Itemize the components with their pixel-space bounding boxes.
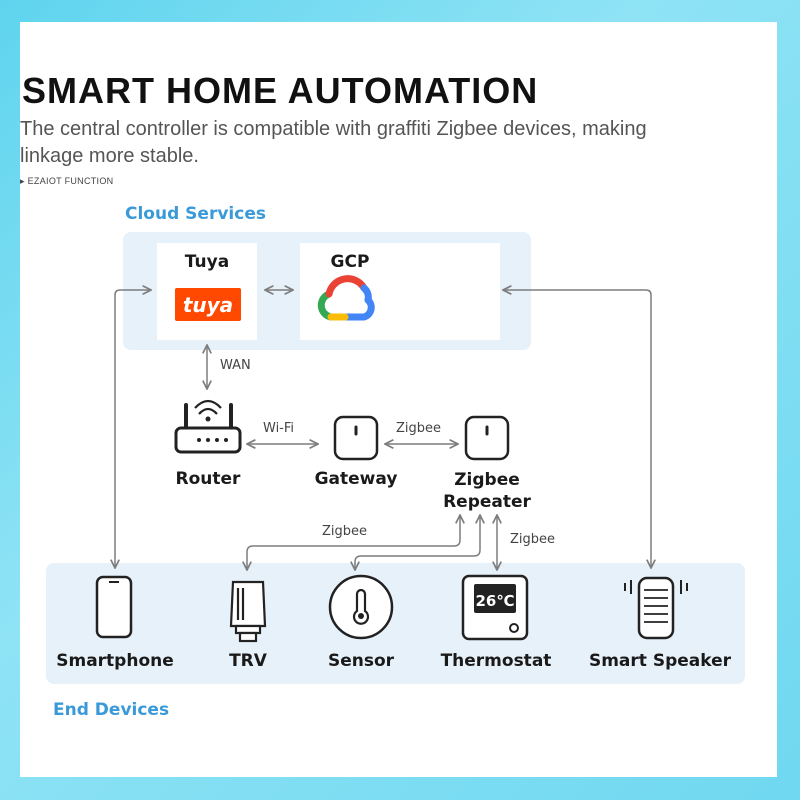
tuya-logo: tuya bbox=[175, 288, 241, 321]
tuya-logo-text: tuya bbox=[183, 293, 233, 317]
zigbee-repeater-sensor-connector bbox=[355, 515, 480, 570]
page-title: SMART HOME AUTOMATION bbox=[22, 70, 539, 111]
tuya-logo-badge bbox=[175, 288, 241, 321]
trv-label: TRV bbox=[229, 651, 267, 671]
sensor-label: Sensor bbox=[327, 651, 395, 671]
zigbee-repeater-label-line2: Repeater bbox=[443, 492, 531, 512]
tuya-label: Tuya bbox=[184, 252, 230, 272]
zigbee-repeater-label: Zigbee Repeater bbox=[432, 469, 542, 513]
end-devices-label: End Devices bbox=[53, 700, 170, 720]
wan-edge-label: WAN bbox=[220, 358, 251, 373]
smartphone-icon bbox=[95, 575, 133, 639]
thermostat-icon: 26℃ bbox=[461, 574, 529, 641]
gcp-label: GCP bbox=[330, 252, 370, 272]
cloud-services-label: Cloud Services bbox=[125, 204, 266, 224]
router-icon bbox=[174, 399, 242, 454]
trv-icon bbox=[229, 580, 267, 643]
smartphone-label: Smartphone bbox=[56, 651, 174, 671]
speaker-cloud-connector bbox=[503, 290, 651, 568]
google-cloud-icon bbox=[317, 275, 375, 321]
function-label-text: EZAIOT FUNCTION bbox=[27, 176, 114, 186]
thermostat-label: Thermostat bbox=[440, 651, 552, 671]
wifi-edge-label: Wi-Fi bbox=[263, 421, 295, 436]
zigbee-repeater-icon bbox=[464, 415, 510, 461]
thermostat-display: 26℃ bbox=[475, 592, 514, 610]
gateway-label: Gateway bbox=[314, 469, 398, 489]
router-label: Router bbox=[175, 469, 241, 489]
smart-speaker-icon bbox=[624, 576, 688, 640]
function-label: ▸ EZAIOT FUNCTION bbox=[20, 176, 114, 186]
thermometer-sensor-icon bbox=[328, 574, 394, 640]
smartphone-cloud-connector bbox=[115, 290, 151, 568]
end-devices-panel bbox=[46, 563, 745, 684]
smart-speaker-label: Smart Speaker bbox=[588, 651, 732, 671]
page-subtitle: The central controller is compatible wit… bbox=[20, 118, 647, 167]
gateway-icon bbox=[333, 415, 379, 461]
zigbee-gateway-repeater-edge-label: Zigbee bbox=[396, 421, 442, 436]
zigbee-repeater-trv-edge-label: Zigbee bbox=[322, 524, 368, 539]
zigbee-repeater-label-line1: Zigbee bbox=[454, 470, 520, 490]
zigbee-repeater-thermostat-edge-label: Zigbee bbox=[510, 532, 556, 547]
